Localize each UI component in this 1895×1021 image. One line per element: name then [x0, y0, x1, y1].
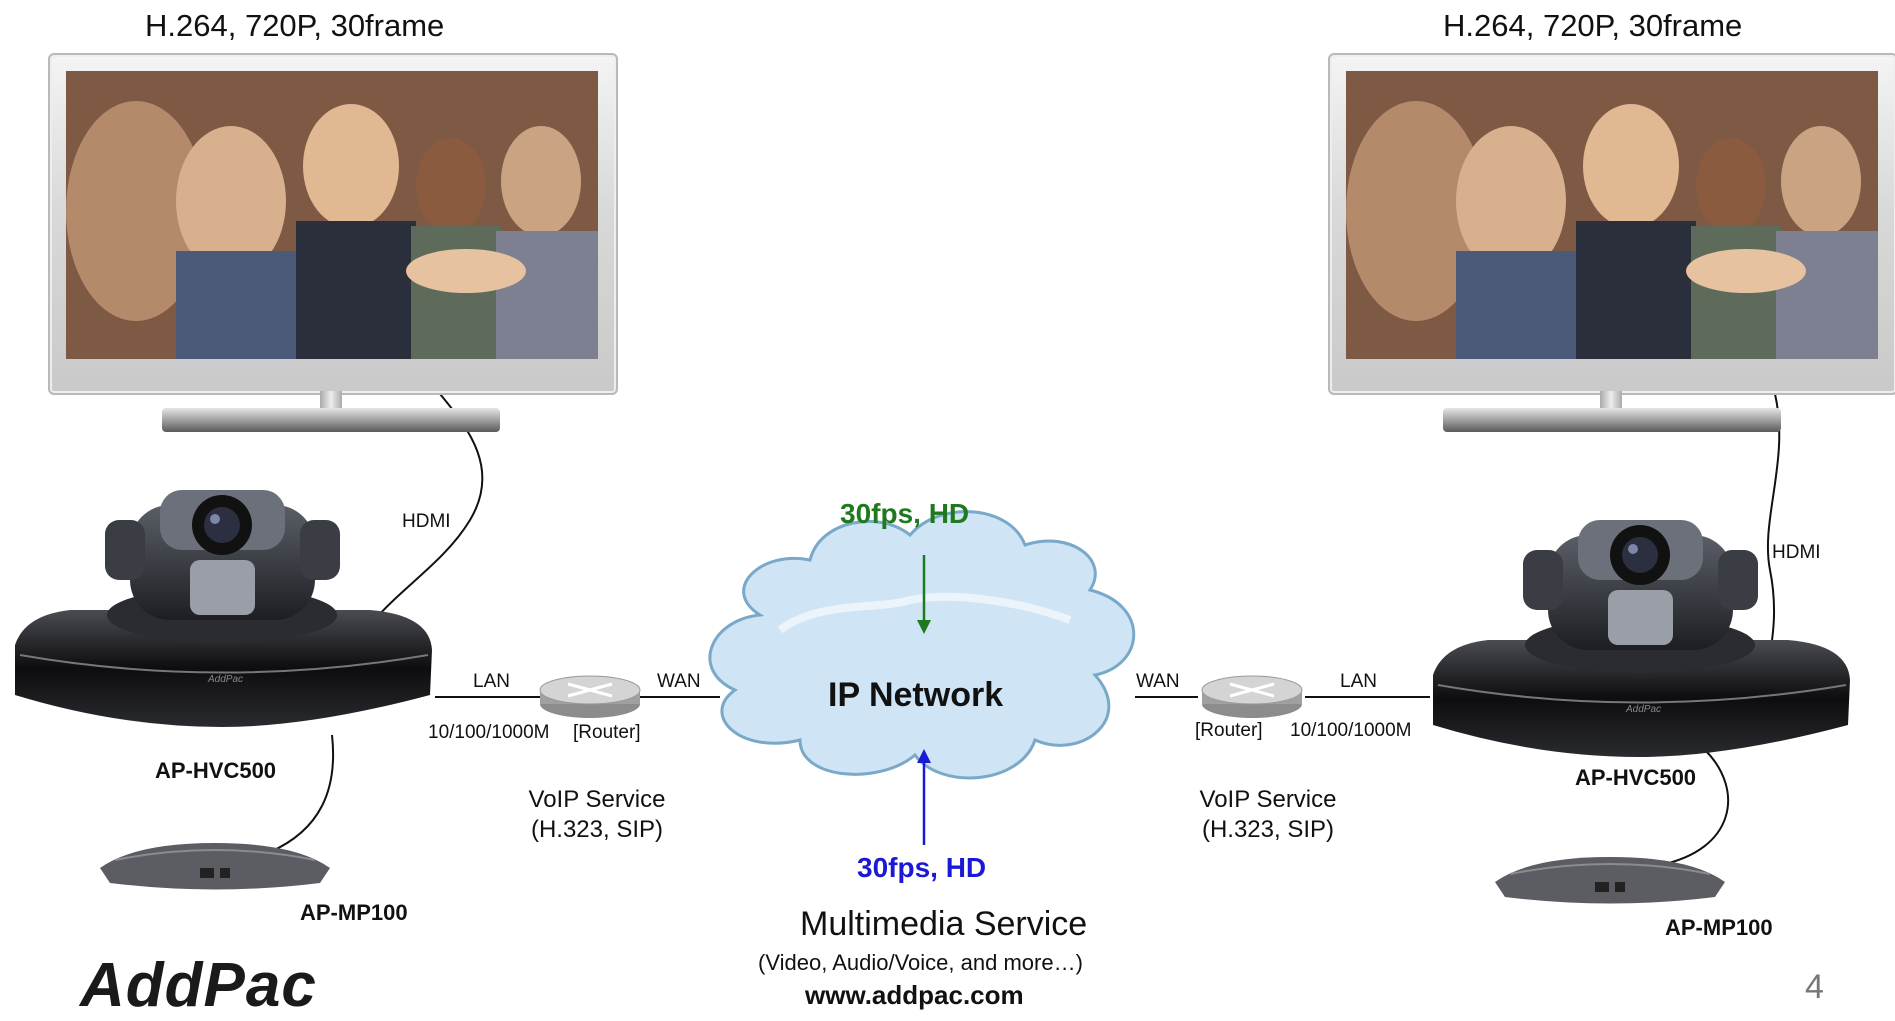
- router-label-right: [Router]: [1195, 720, 1263, 741]
- tv-left-stand-neck: [320, 391, 342, 409]
- voip-label-right-line2: (H.323, SIP): [1201, 816, 1335, 843]
- lan-label-right: LAN: [1340, 671, 1377, 692]
- website-link[interactable]: www.addpac.com: [805, 980, 1024, 1010]
- bottom-stream-label: 30fps, HD: [857, 852, 987, 883]
- router-right: [1201, 675, 1303, 718]
- multimedia-sub-label: (Video, Audio/Voice, and more…): [758, 950, 1083, 975]
- tv-left-stand-base: [162, 408, 500, 432]
- format-label-left: H.264, 720P, 30frame: [145, 8, 445, 43]
- tv-right: [1328, 53, 1895, 395]
- format-label-right: H.264, 720P, 30frame: [1443, 8, 1743, 43]
- bottom-stream-arrowhead: [917, 749, 931, 763]
- tv-left-screen: [66, 71, 598, 359]
- cloud-label: IP Network: [828, 676, 1004, 714]
- multimedia-label: Multimedia Service: [800, 905, 1088, 943]
- voip-label-left-line2: (H.323, SIP): [530, 816, 664, 843]
- mic-pod-right: [1495, 857, 1725, 904]
- top-stream-label: 30fps, HD: [840, 498, 970, 529]
- mic-cable-right: [1659, 749, 1730, 866]
- lan-label-left: LAN: [473, 671, 510, 692]
- voip-label-left-line1: VoIP Service: [528, 786, 666, 813]
- svg-text:AddPac: AddPac: [207, 674, 243, 685]
- voip-label-right-line1: VoIP Service: [1199, 786, 1337, 813]
- router-left: [539, 675, 641, 718]
- voip-label-right: VoIP Service (H.323, SIP): [1183, 785, 1353, 845]
- camera-device-left: AddPac: [15, 490, 432, 727]
- speed-label-left: 10/100/1000M: [428, 722, 550, 743]
- wan-label-right: WAN: [1136, 671, 1180, 692]
- tv-left: [48, 53, 618, 395]
- device-label-left: AP-HVC500: [155, 758, 277, 783]
- cloud-shape: [708, 510, 1136, 780]
- tv-right-stand-neck: [1600, 391, 1622, 409]
- voip-label-left: VoIP Service (H.323, SIP): [512, 785, 682, 845]
- hdmi-label-left: HDMI: [402, 511, 451, 532]
- mic-label-right: AP-MP100: [1665, 915, 1773, 940]
- tv-right-screen: [1346, 71, 1878, 359]
- page-number: 4: [1805, 968, 1824, 1006]
- mic-label-left: AP-MP100: [300, 900, 408, 925]
- svg-text:AddPac: AddPac: [1625, 704, 1661, 715]
- device-label-right: AP-HVC500: [1575, 765, 1697, 790]
- mic-cable-left: [269, 734, 335, 853]
- speed-label-right: 10/100/1000M: [1290, 720, 1412, 741]
- top-stream-arrowhead: [917, 620, 931, 634]
- tv-right-stand-base: [1443, 408, 1781, 432]
- wan-label-left: WAN: [657, 671, 701, 692]
- hdmi-label-right: HDMI: [1772, 542, 1821, 563]
- mic-pod-left: [100, 843, 330, 890]
- hdmi-cable-right: [1766, 393, 1781, 656]
- addpac-logo: AddPac: [80, 951, 317, 1020]
- camera-device-right: AddPac: [1433, 520, 1850, 757]
- router-label-left: [Router]: [573, 722, 641, 743]
